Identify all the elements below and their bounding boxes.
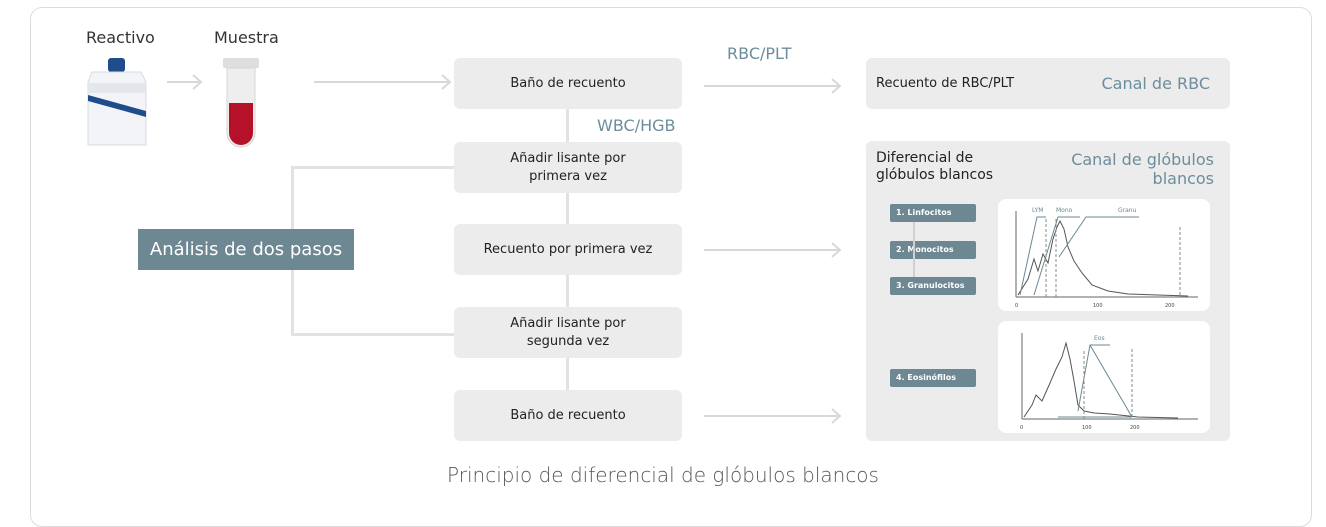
blood-tube-icon: [223, 58, 259, 148]
step-lymphocytes: 1. Linfocitos: [890, 204, 976, 222]
step-connector: [913, 222, 915, 277]
wbc-hgb-label: WBC/HGB: [597, 116, 676, 135]
wbc-channel-box: Diferencial de glóbulos blancos Canal de…: [866, 141, 1230, 441]
tick-100: 100: [1093, 303, 1103, 309]
counting-bath-1: Baño de recuento: [454, 58, 682, 109]
histogram-2: Eos 0 100 200: [1020, 333, 1198, 431]
tick2-0: 0: [1020, 425, 1023, 431]
arrow-first-count: [704, 242, 842, 258]
reagent-label: Reactivo: [86, 28, 155, 47]
second-lysis-step: Añadir lisante por segunda vez: [454, 307, 682, 358]
marker-lym: LYM: [1032, 207, 1043, 214]
histogram-2-panel: Eos 0 100 200: [998, 321, 1210, 433]
tick2-100: 100: [1082, 425, 1092, 431]
first-count-step: Recuento por primera vez: [454, 224, 682, 275]
tick-0: 0: [1015, 303, 1018, 309]
tick2-200: 200: [1130, 425, 1140, 431]
two-step-label: Análisis de dos pasos: [138, 229, 354, 270]
first-lysis-step: Añadir lisante por primera vez: [454, 142, 682, 193]
arrow-to-rbc: [704, 78, 842, 94]
histogram-1-panel: LYM Mono Granu 0 100 200: [998, 199, 1210, 311]
marker-granu: Granu: [1118, 207, 1137, 214]
diagram-caption: Principio de diferencial de glóbulos bla…: [447, 463, 879, 487]
marker-eos: Eos: [1094, 335, 1105, 342]
rbc-channel-box: Recuento de RBC/PLT Canal de RBC: [866, 58, 1230, 109]
arrow-second-bath: [704, 408, 842, 424]
wbc-channel-label: Canal de glóbulos blancos: [1071, 150, 1214, 189]
arrow-to-bath: [314, 74, 452, 90]
reagent-bottle-icon: [87, 58, 147, 146]
rbc-channel-label: Canal de RBC: [1101, 73, 1210, 93]
wbc-diff-title: Diferencial de glóbulos blancos: [876, 150, 994, 183]
histogram-1: LYM Mono Granu 0 100 200: [1015, 207, 1198, 309]
step-granulocytes: 3. Granulocitos: [890, 277, 976, 295]
arrow-icon: [167, 74, 203, 90]
tick-200: 200: [1165, 303, 1175, 309]
marker-mono: Mono: [1056, 207, 1073, 214]
sample-label: Muestra: [214, 28, 279, 47]
rbc-plt-label: RBC/PLT: [727, 44, 792, 63]
step-monocytes: 2. Monocitos: [890, 241, 976, 259]
counting-bath-2: Baño de recuento: [454, 390, 682, 441]
rbc-count-title: Recuento de RBC/PLT: [876, 75, 1015, 91]
step-eosinophils: 4. Eosinófilos: [890, 369, 976, 387]
